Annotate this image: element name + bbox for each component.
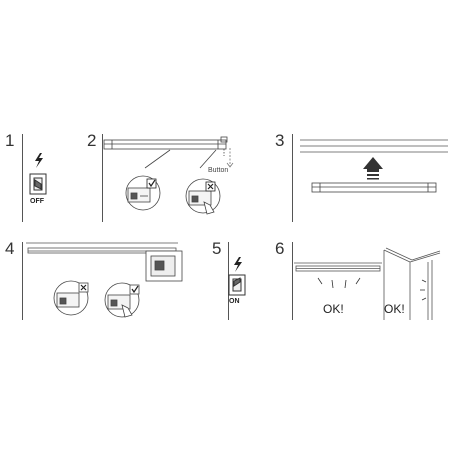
wall-switch-icon [228,274,246,296]
step-3-ceiling [300,139,448,153]
up-arrow-icon [363,157,383,180]
step-3-divider [292,134,293,222]
step-6-room-corner [383,247,441,320]
step-4-detail-cross [53,280,89,316]
step-4-ceiling-fixture [26,242,178,254]
step-1-divider [22,134,23,222]
step-2-fixture [103,136,234,169]
step-5-number: 5 [212,239,222,258]
light-rays [317,277,361,289]
step-5-on-label: ON [229,298,240,305]
wall-switch-icon [29,173,47,195]
step-2-divider [102,134,103,222]
step-3-number: 3 [275,131,285,150]
step-3-fixture [311,182,437,193]
step-6-divider [292,242,293,320]
step-6-ok-right-label: OK! [384,302,405,316]
light-rays [420,279,427,301]
step-6-ok-left-label: OK! [323,302,344,316]
step-6-ceiling-fixture [294,262,382,272]
lightning-icon [35,153,43,168]
check-icon [146,178,157,189]
step-1-number: 1 [5,131,15,150]
step-4-divider [22,242,23,320]
step-4-detail-check [104,282,140,318]
step-6-number: 6 [275,239,285,258]
step-4-detail-box [145,250,183,282]
step-2-button-label: Button [208,167,229,174]
cross-icon [205,181,216,192]
step-1-off-label: OFF [30,198,44,205]
step-2-number: 2 [87,131,97,150]
lightning-icon [234,257,242,272]
step-4-number: 4 [5,239,15,258]
hand-icon [203,201,215,215]
